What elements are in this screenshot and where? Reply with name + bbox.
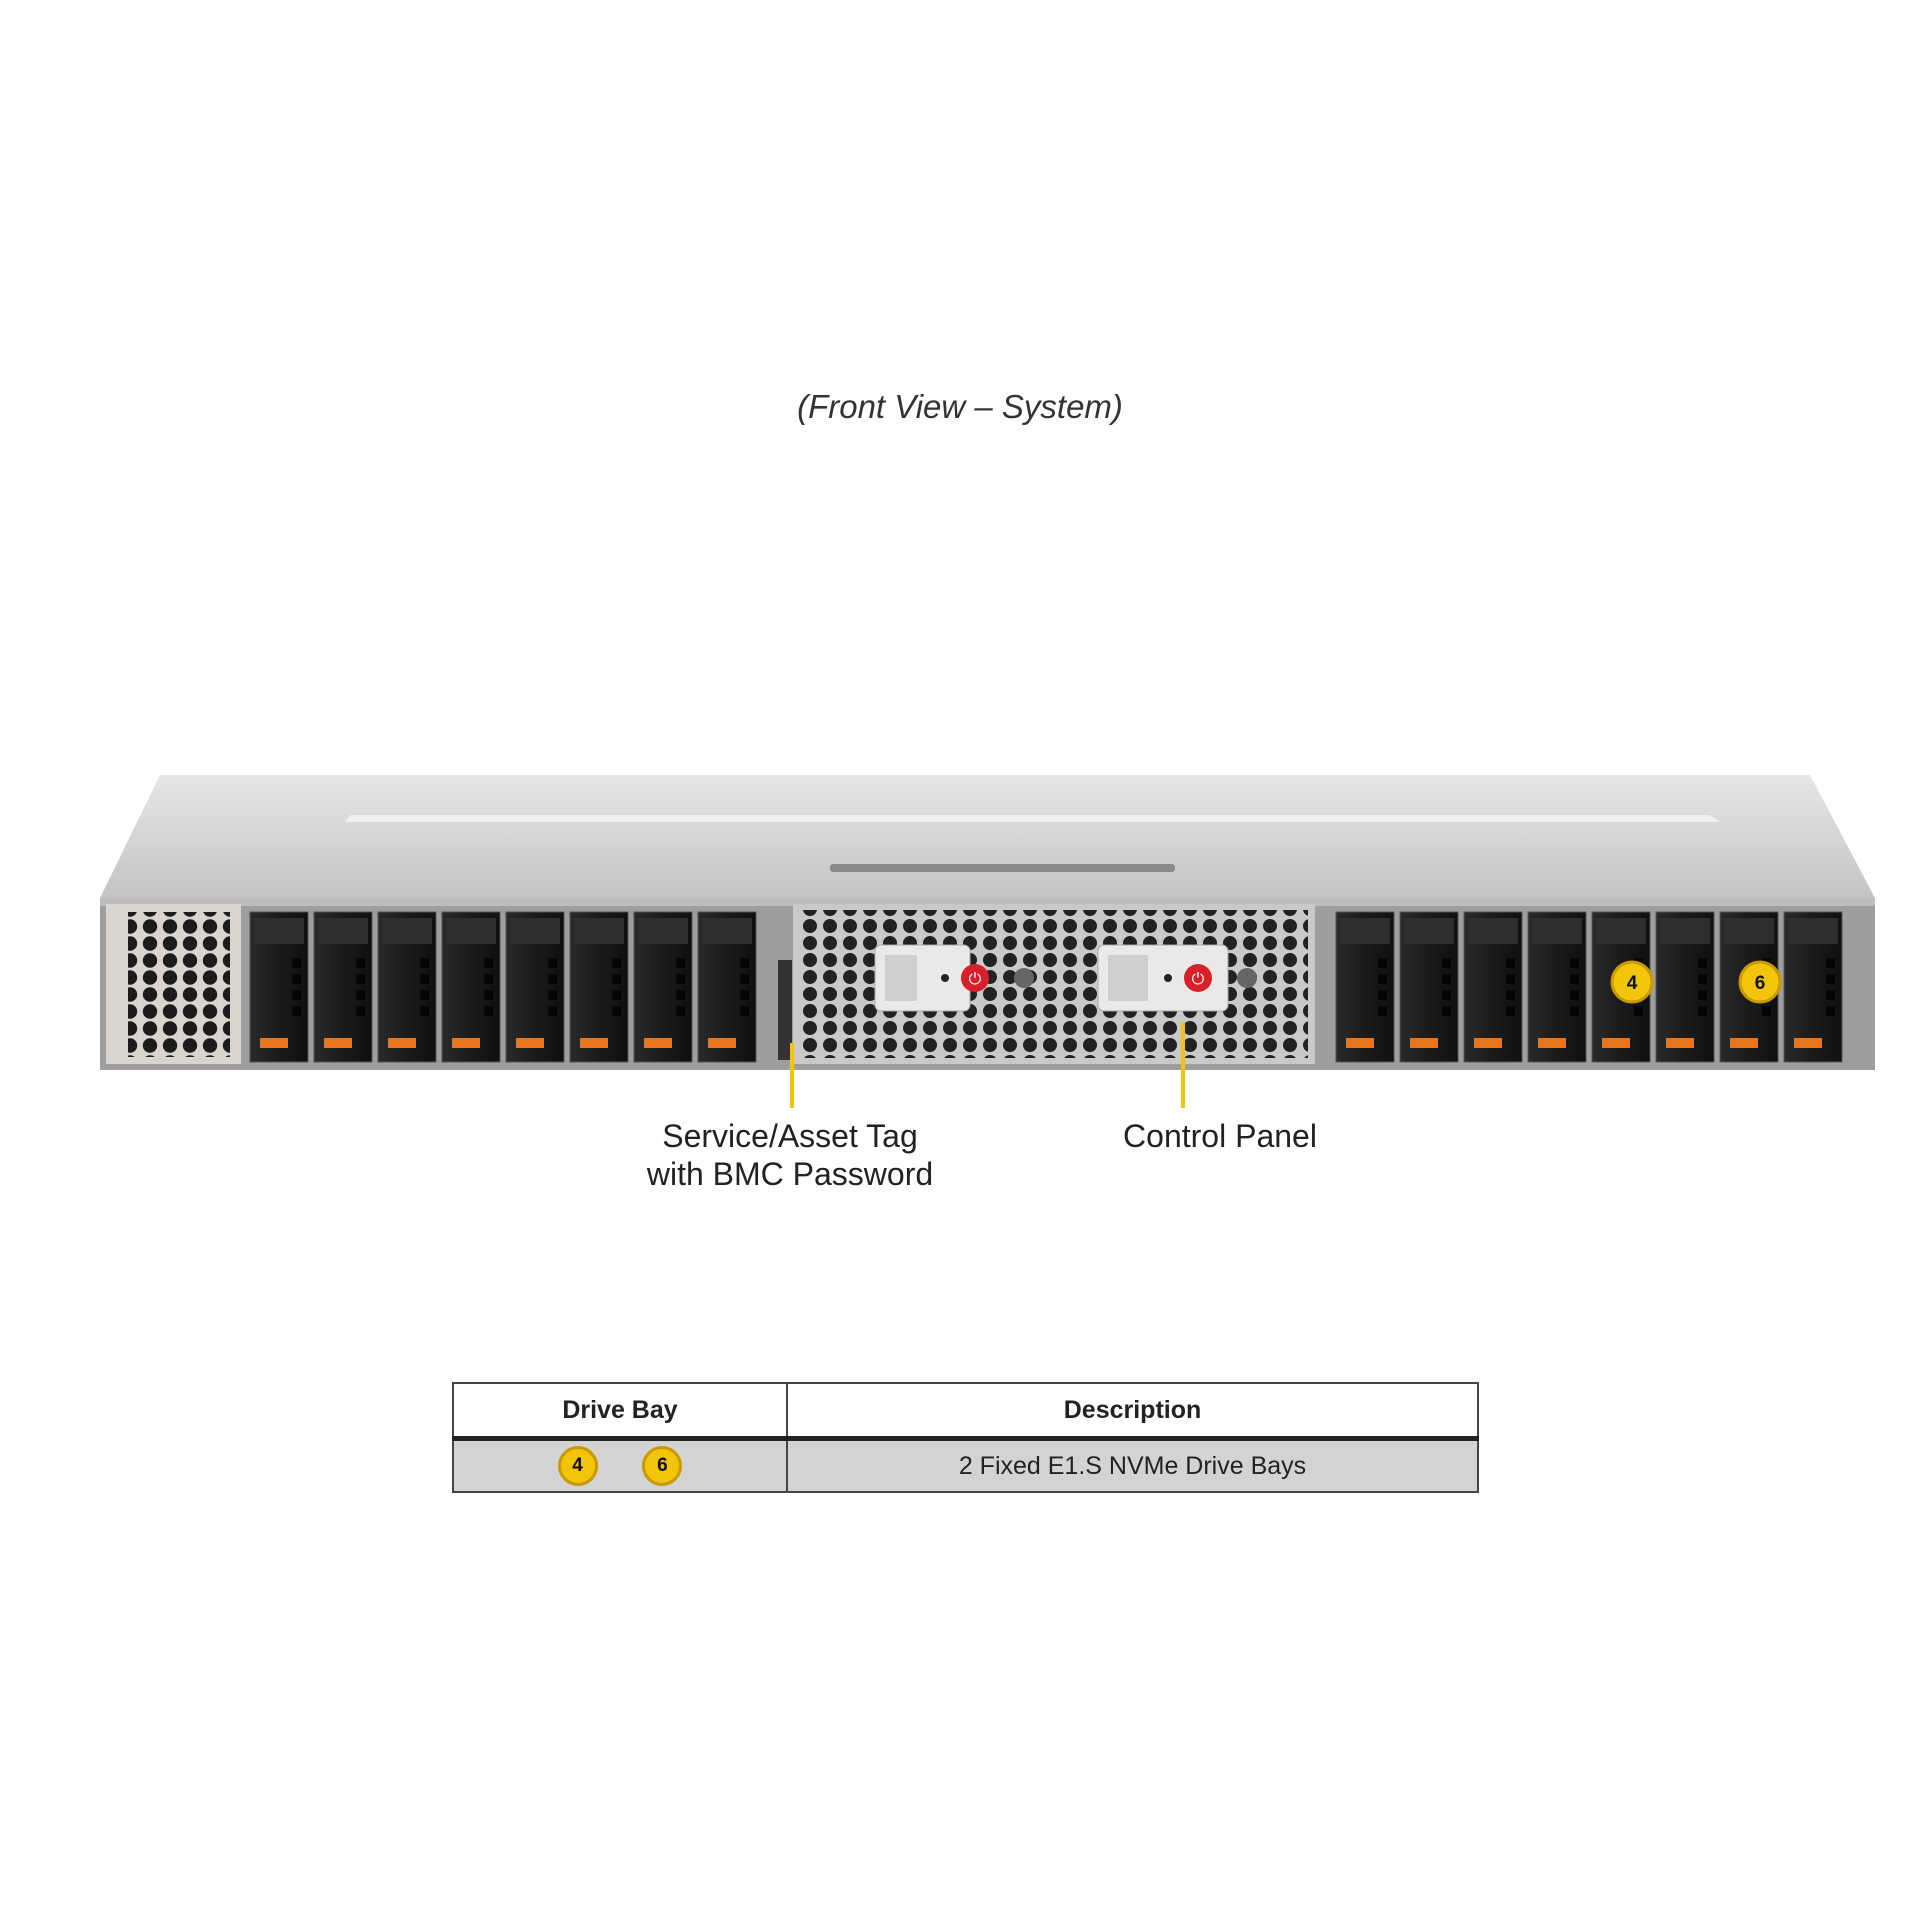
service-tag-line1: Service/Asset Tag [662, 1118, 918, 1154]
power-button-icon [961, 964, 989, 992]
left-drive-bay [569, 911, 629, 1063]
drive-release-tab [1410, 1038, 1438, 1048]
right-drive-bay [1527, 911, 1587, 1063]
drive-release-tab [580, 1038, 608, 1048]
drive-release-tab [644, 1038, 672, 1048]
drive-bay-table: Drive Bay Description 4 6 2 Fixed E1.S N… [452, 1382, 1479, 1493]
badge-6: 6 [1738, 960, 1782, 1004]
right-drive-bay [1463, 911, 1523, 1063]
badge-4-label: 4 [1627, 973, 1638, 994]
drive-release-tab [516, 1038, 544, 1048]
right-drive-bay [1399, 911, 1459, 1063]
drive-release-tab [1730, 1038, 1758, 1048]
left-vent-grille [106, 904, 241, 1064]
service-tag-line2: with BMC Password [646, 1156, 934, 1192]
control-panel-label: Control Panel [1123, 1118, 1317, 1154]
left-drive-bay [505, 911, 565, 1063]
service-asset-tag-label: Service/Asset Tag with BMC Password [600, 1117, 980, 1193]
right-drive-bay [1655, 911, 1715, 1063]
service-asset-tag [778, 960, 792, 1060]
drive-release-tab [388, 1038, 416, 1048]
center-grille [793, 904, 1315, 1064]
badge-4: 4 [1610, 960, 1654, 1004]
left-drive-bays [249, 911, 757, 1063]
left-drive-bay [377, 911, 437, 1063]
drive-release-tab [1346, 1038, 1374, 1048]
description-cell: 2 Fixed E1.S NVMe Drive Bays [787, 1438, 1478, 1492]
power-button-icon [1184, 964, 1212, 992]
view-title: (Front View – System) [797, 388, 1123, 425]
bay-badge-4: 4 [557, 1446, 598, 1486]
left-drive-bay [633, 911, 693, 1063]
svg-text:⏻: ⏻ [1192, 969, 1205, 988]
left-drive-bay [313, 911, 373, 1063]
control-panel-left: ⏻ [874, 944, 989, 1012]
drive-release-tab [1666, 1038, 1694, 1048]
left-drive-bay [697, 911, 757, 1063]
header-description: Description [787, 1383, 1478, 1441]
control-panel-right: ⏻ [1097, 944, 1229, 1012]
left-drive-bay [441, 911, 501, 1063]
drive-release-tab [1794, 1038, 1822, 1048]
right-drive-bay [1783, 911, 1843, 1063]
badge-6-label: 6 [1755, 973, 1766, 994]
drive-release-tab [260, 1038, 288, 1048]
header-drive-bay: Drive Bay [453, 1383, 788, 1441]
drive-release-tab [1602, 1038, 1630, 1048]
left-drive-bay [249, 911, 309, 1063]
bay-badge-6: 6 [642, 1446, 683, 1486]
drive-release-tab [452, 1038, 480, 1048]
chassis-lid [100, 775, 1875, 898]
svg-text:⏻: ⏻ [969, 969, 982, 988]
table-row: 4 6 2 Fixed E1.S NVMe Drive Bays [453, 1438, 1478, 1492]
right-drive-bay [1335, 911, 1395, 1063]
drive-release-tab [324, 1038, 352, 1048]
drive-release-tab [1474, 1038, 1502, 1048]
drive-release-tab [708, 1038, 736, 1048]
drive-release-tab [1538, 1038, 1566, 1048]
drive-bay-cell: 4 6 [453, 1438, 788, 1492]
